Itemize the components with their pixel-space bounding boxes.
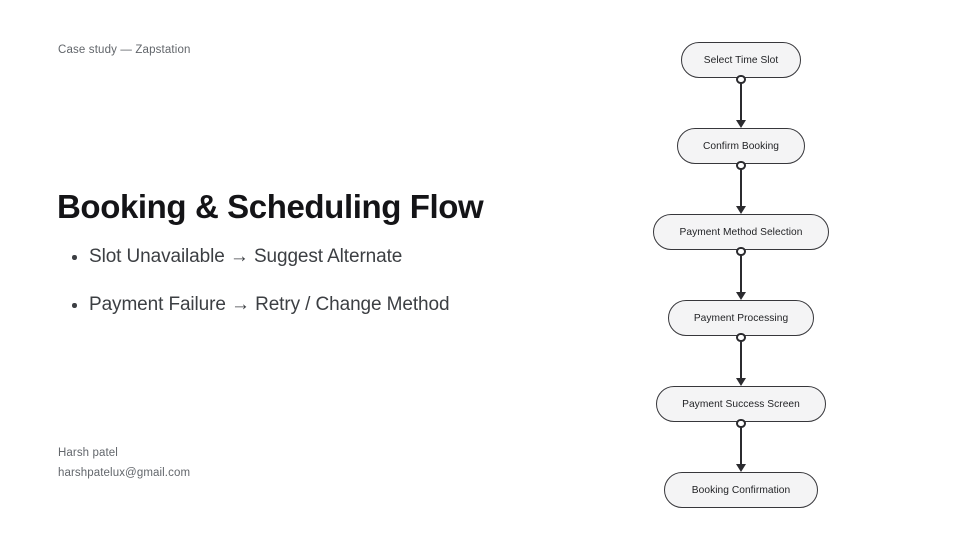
- flow-node-select-time-slot[interactable]: Select Time Slot: [681, 42, 801, 78]
- flow-node-confirm-booking[interactable]: Confirm Booking: [677, 128, 805, 164]
- author-email: harshpatelux@gmail.com: [58, 467, 191, 479]
- page-title: Booking & Scheduling Flow: [57, 188, 484, 225]
- flow-node-payment-success-screen[interactable]: Payment Success Screen: [656, 386, 826, 422]
- flow-node-payment-method-selection[interactable]: Payment Method Selection: [653, 214, 829, 250]
- flow-edge-payment-method-selection-to-payment-processing: [733, 246, 749, 300]
- edge-arrowhead-icon: [735, 378, 746, 386]
- edge-line: [740, 426, 742, 465]
- edge-arrowhead-icon: [735, 120, 746, 128]
- flow-node-label: Confirm Booking: [702, 140, 780, 152]
- flow-edge-payment-processing-to-payment-success-screen: [733, 332, 749, 386]
- flow-node-label: Payment Method Selection: [679, 226, 803, 238]
- edge-line: [740, 340, 742, 379]
- flow-node-booking-confirmation[interactable]: Booking Confirmation: [664, 472, 818, 508]
- edge-source-dot-icon: [736, 418, 746, 428]
- edge-line: [740, 168, 742, 207]
- edge-line: [740, 254, 742, 293]
- flow-edge-select-time-slot-to-confirm-booking: [733, 74, 749, 128]
- list-item: Payment Failure → Retry / Change Method: [58, 292, 450, 318]
- bullet-dot-icon: [72, 303, 77, 308]
- edge-arrowhead-icon: [735, 464, 746, 472]
- edge-source-dot-icon: [736, 74, 746, 84]
- flow-edge-confirm-booking-to-payment-method-selection: [733, 160, 749, 214]
- flow-node-label: Select Time Slot: [703, 54, 779, 66]
- eyebrow-label: Case study — Zapstation: [58, 44, 191, 56]
- author-name: Harsh patel: [58, 447, 118, 459]
- edge-arrowhead-icon: [735, 292, 746, 300]
- bullet-list: Slot Unavailable → Suggest Alternate Pay…: [58, 244, 450, 340]
- flow-node-payment-processing[interactable]: Payment Processing: [668, 300, 814, 336]
- flow-node-label: Payment Processing: [693, 312, 789, 324]
- bullet-text: Slot Unavailable → Suggest Alternate: [89, 246, 403, 267]
- list-item: Slot Unavailable → Suggest Alternate: [58, 244, 449, 270]
- edge-line: [740, 82, 742, 121]
- edge-source-dot-icon: [736, 246, 746, 256]
- footer-credits: Harsh patel harshpatelux@gmail.com: [58, 443, 190, 483]
- flow-node-label: Payment Success Screen: [682, 398, 800, 410]
- flow-node-label: Booking Confirmation: [691, 484, 791, 496]
- edge-arrowhead-icon: [735, 206, 746, 214]
- edge-source-dot-icon: [736, 332, 746, 342]
- bullet-text: Payment Failure → Retry / Change Method: [89, 294, 450, 315]
- flow-edge-payment-success-screen-to-booking-confirmation: [733, 418, 749, 472]
- bullet-dot-icon: [72, 255, 77, 260]
- edge-source-dot-icon: [736, 160, 746, 170]
